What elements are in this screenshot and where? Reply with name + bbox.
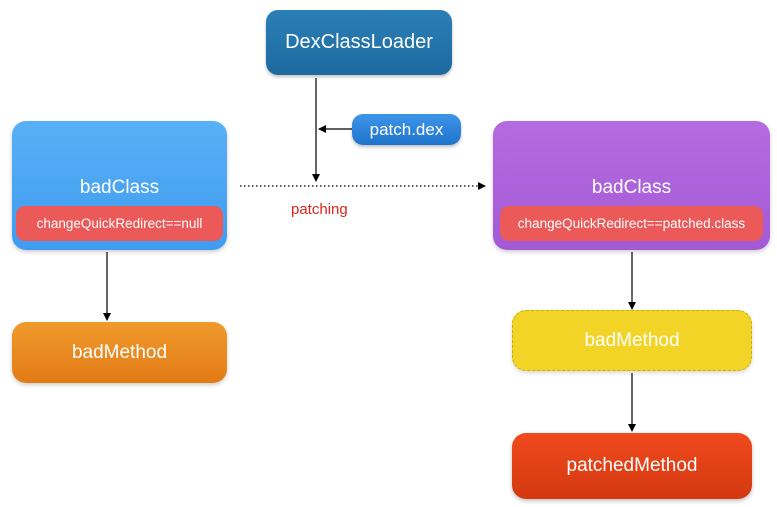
original-bad-method-label: badMethod: [71, 341, 168, 363]
original-redirect-badge: changeQuickRedirect==null: [16, 206, 223, 241]
original-bad-class-label: badClass: [79, 177, 160, 198]
original-bad-class-node: badClass changeQuickRedirect==null: [12, 121, 227, 250]
patch-dex-node: patch.dex: [352, 114, 461, 145]
patched-redirect-badge: changeQuickRedirect==patched.class: [500, 206, 763, 241]
patching-label: patching: [291, 201, 348, 218]
patched-bad-class-node: badClass changeQuickRedirect==patched.cl…: [493, 121, 770, 250]
dex-class-loader-node: DexClassLoader: [266, 10, 452, 75]
patched-bad-method-node: badMethod: [512, 310, 752, 371]
dex-class-loader-label: DexClassLoader: [285, 31, 433, 53]
patched-bad-method-label: badMethod: [584, 329, 680, 351]
patched-method-label: patchedMethod: [566, 455, 698, 476]
original-bad-method-node: badMethod: [12, 322, 227, 383]
patch-dex-label: patch.dex: [369, 119, 444, 139]
patched-bad-class-label: badClass: [591, 177, 672, 198]
patched-redirect-label: changeQuickRedirect==patched.class: [517, 216, 746, 231]
original-redirect-label: changeQuickRedirect==null: [36, 216, 203, 231]
patched-method-node: patchedMethod: [512, 433, 752, 499]
